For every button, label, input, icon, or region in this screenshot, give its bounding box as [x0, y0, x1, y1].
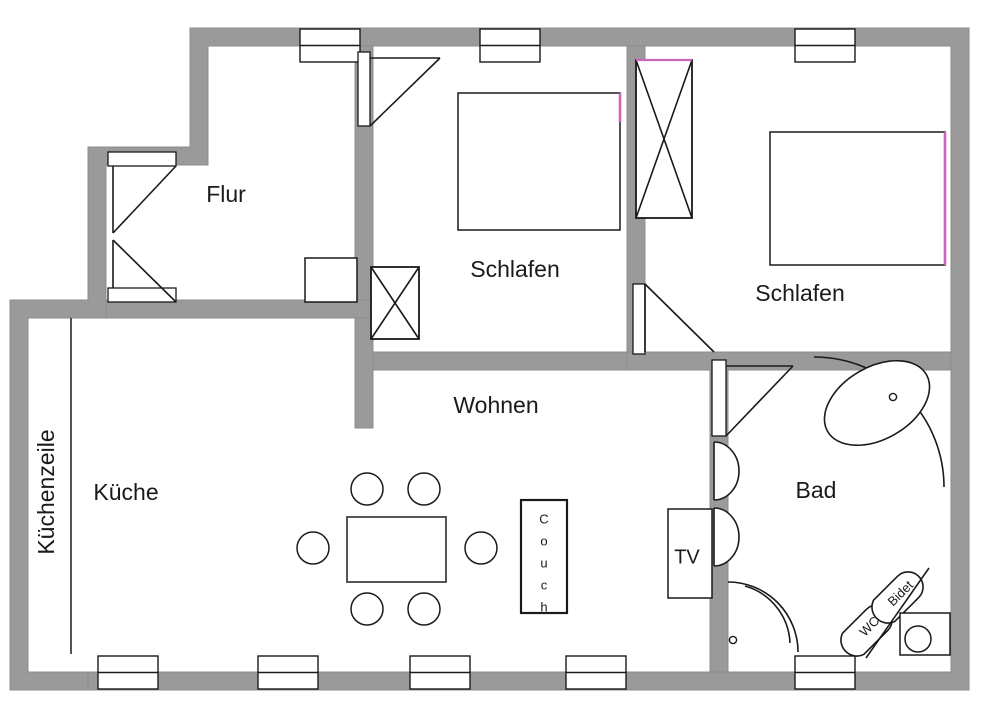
- couch-letter: u: [540, 555, 547, 570]
- sink-lower: [713, 507, 740, 567]
- room-label-schlafen-2: Schlafen: [755, 280, 845, 306]
- window-top-1: [299, 28, 361, 63]
- door-schlafen2-wohnen: [632, 283, 715, 355]
- furniture-group: [70, 92, 951, 659]
- room-label-bad: Bad: [796, 477, 837, 503]
- bathtub: [813, 356, 945, 488]
- interior-wall-wohnen-schlafen: [354, 351, 636, 371]
- window-bottom-1: [97, 655, 159, 690]
- door-flur-west-lower: [107, 239, 177, 303]
- label-tv: TV: [674, 546, 700, 568]
- label-kitchen-counter: Küchenzeile: [33, 429, 59, 554]
- dining-table: [346, 516, 447, 583]
- sink-upper: [713, 441, 740, 501]
- dining-chair: [350, 472, 384, 506]
- door-flur-west-upper: [107, 151, 177, 234]
- dining-chair: [407, 472, 441, 506]
- door-wohnen-bad: [711, 359, 794, 437]
- dining-chair: [296, 531, 330, 565]
- window-top-3: [794, 28, 856, 63]
- window-top-2: [479, 28, 541, 63]
- couch-letter: o: [540, 533, 547, 548]
- label-couch: C o u c h: [539, 511, 548, 614]
- door-bad-lower-swing: [727, 581, 799, 653]
- room-label-schlafen-1: Schlafen: [470, 256, 560, 282]
- dining-chair: [407, 592, 441, 626]
- tv-unit: [667, 508, 713, 599]
- window-bottom-5: [794, 655, 856, 690]
- room-label-kueche: Küche: [93, 479, 158, 505]
- window-group: [97, 28, 856, 690]
- bed-schlafen-2: [769, 131, 947, 266]
- interior-wall-stub-wohnen: [354, 317, 374, 429]
- couch-letter: h: [540, 599, 547, 614]
- cross-opening-group: [370, 58, 693, 340]
- bed-schlafen-1: [457, 92, 622, 231]
- bidet-fixture: [871, 571, 924, 624]
- dining-chair: [350, 592, 384, 626]
- cross-opening-wohnen: [370, 266, 420, 340]
- floor-drain: [728, 635, 738, 645]
- door-group: [107, 51, 799, 653]
- window-bottom-2: [257, 655, 319, 690]
- niche-cabinet-flur: [304, 257, 358, 303]
- dining-set: [296, 472, 498, 626]
- cross-opening-schlafen: [635, 58, 693, 219]
- room-label-wohnen: Wohnen: [453, 392, 538, 418]
- wc-partition-line: [865, 567, 930, 659]
- couch-letter: c: [541, 577, 548, 592]
- room-label-flur: Flur: [206, 181, 246, 207]
- corner-basin: [899, 612, 951, 656]
- window-bottom-4: [565, 655, 627, 690]
- window-bottom-3: [409, 655, 471, 690]
- door-flur-schlafen: [357, 51, 441, 127]
- couch: [519, 498, 569, 615]
- bathtub-drain: [888, 392, 898, 402]
- couch-letter: C: [539, 511, 548, 526]
- dining-chair: [464, 531, 498, 565]
